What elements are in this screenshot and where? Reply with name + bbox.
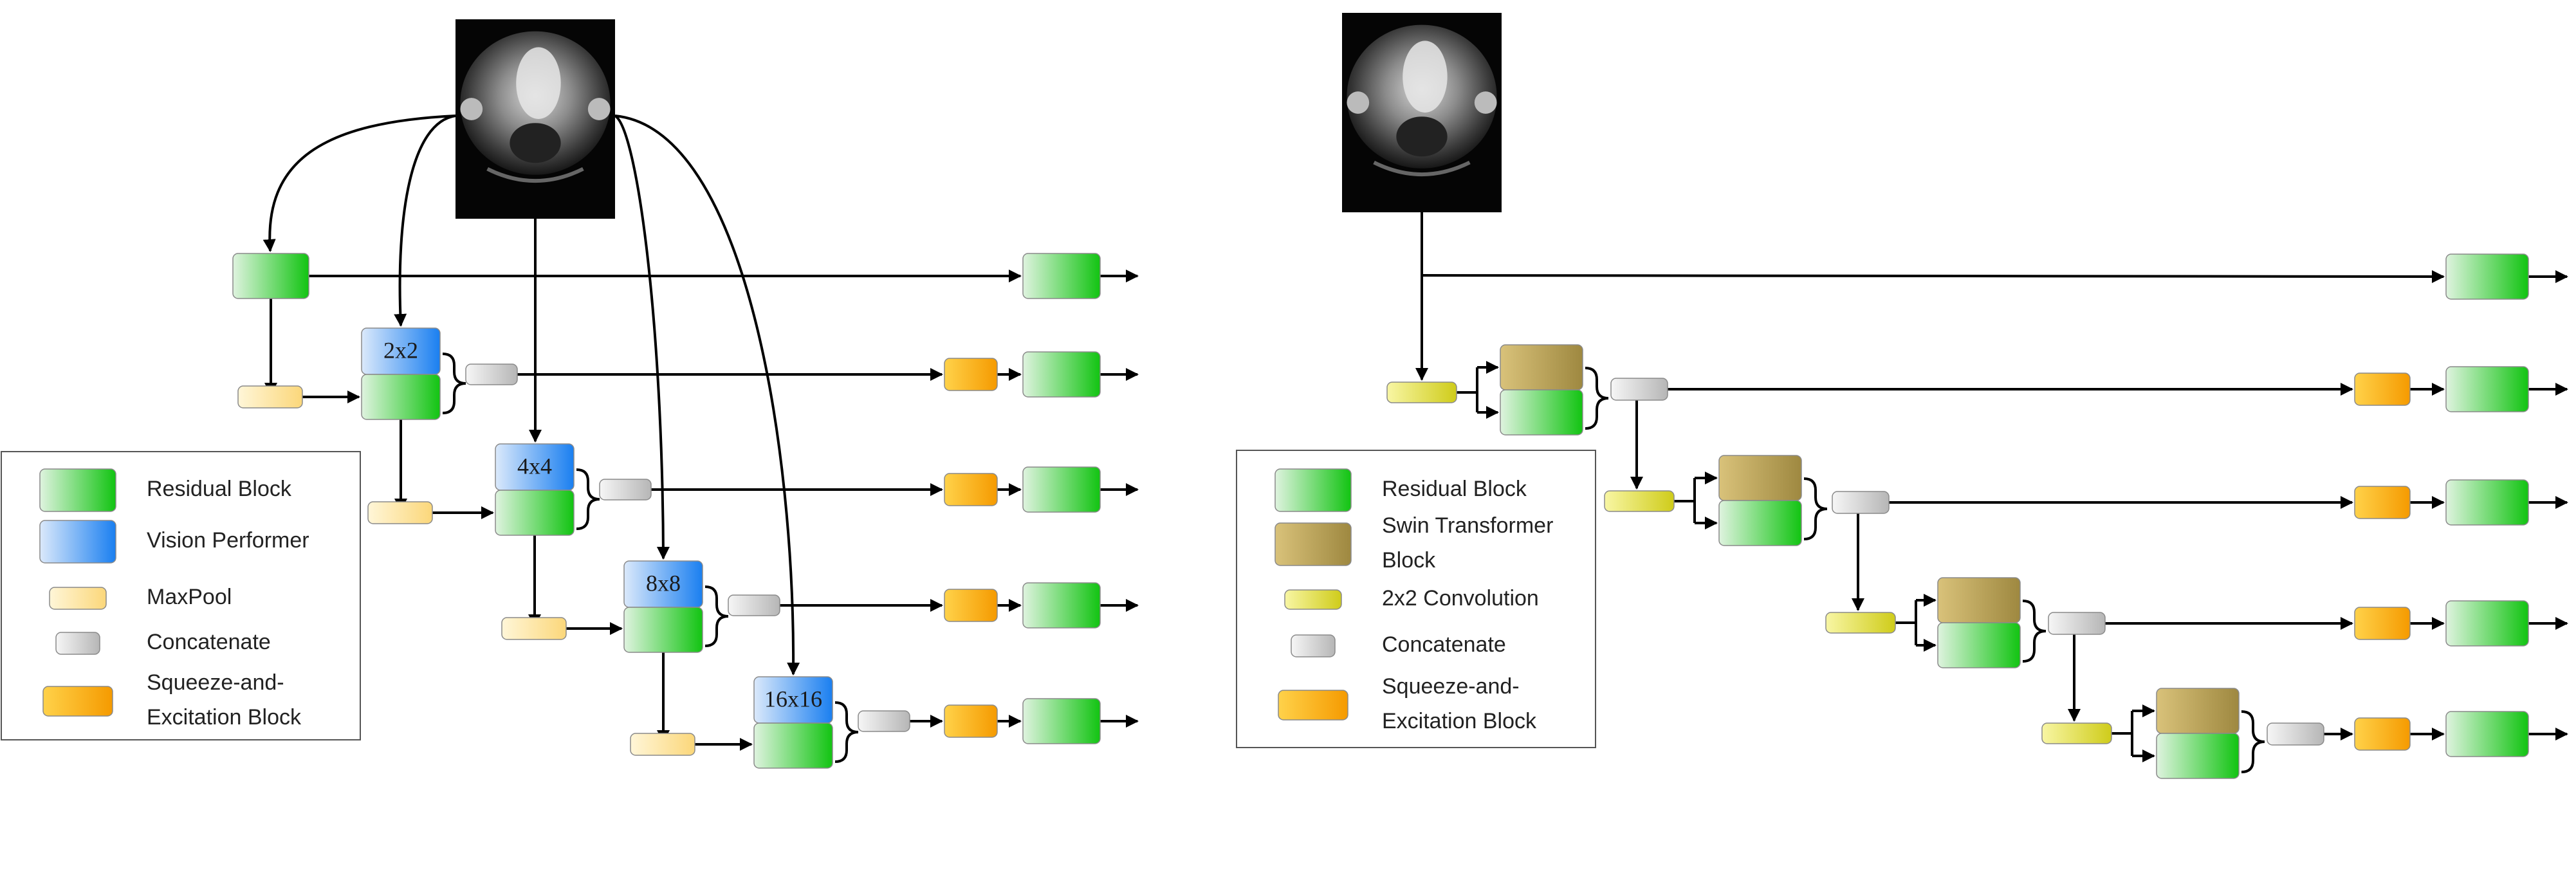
left-legend-label-residual: Residual Block (147, 477, 292, 501)
se-block-1 (944, 358, 998, 391)
blocks: 2x2 4x4 8x8 16x16 (232, 13, 2529, 779)
maxpool-block-3 (501, 617, 567, 640)
right-residual-block-4 (2156, 733, 2240, 779)
output-residual-block-2 (1022, 466, 1101, 513)
output-residual-block-0 (1022, 253, 1101, 299)
maxpool-block-2 (367, 501, 433, 524)
left-legend-swatch-performer (39, 520, 116, 564)
performer-label-4: 16x16 (764, 686, 822, 712)
left-legend-label-maxpool: MaxPool (147, 585, 232, 609)
right-legend-swatch-se (1278, 690, 1348, 721)
concat-block-3 (728, 594, 780, 616)
performer-label-1: 2x2 (383, 337, 418, 363)
conv-block-2 (1604, 490, 1675, 512)
concat-brace (1585, 367, 1609, 430)
right-legend-label-conv: 2x2 Convolution (1382, 586, 1539, 611)
left-legend-label-se-2: Excitation Block (147, 705, 302, 730)
right-output-residual-block-3 (2445, 600, 2529, 647)
se-block-4 (944, 704, 998, 738)
left-legend-label-performer: Vision Performer (147, 528, 309, 553)
residual-block-4 (753, 722, 833, 769)
swin-transformer-block-1 (1500, 344, 1583, 390)
right-legend-swatch-residual (1274, 468, 1352, 512)
residual-block-2 (495, 490, 575, 536)
right-se-block-3 (2354, 607, 2411, 640)
left-legend-label-concat: Concatenate (147, 630, 271, 654)
right-concat-block-2 (1832, 491, 1890, 514)
right-se-block-4 (2354, 717, 2411, 751)
right-se-block-2 (2354, 486, 2411, 519)
se-block-2 (944, 473, 998, 506)
right-legend-label-se-2: Excitation Block (1382, 709, 1537, 733)
right-legend-label-concat: Concatenate (1382, 632, 1506, 657)
output-residual-block-3 (1022, 582, 1101, 629)
edge (1421, 270, 2445, 283)
right-se-block-1 (2354, 372, 2411, 406)
right-legend-swatch-swin (1274, 522, 1352, 566)
right-concat-block-3 (2048, 612, 2106, 635)
right-residual-block-1 (1500, 389, 1583, 436)
concat-brace (442, 353, 466, 414)
right-legend-label-swin-2: Block (1382, 548, 1436, 573)
right-concat-block-4 (2267, 722, 2324, 746)
conv-block-1 (1386, 381, 1457, 403)
concat-brace (704, 585, 729, 647)
concat-block-2 (599, 479, 652, 501)
swin-transformer-block-3 (1937, 577, 2021, 623)
left-legend-swatch-maxpool (49, 587, 107, 610)
right-legend-label-residual: Residual Block (1382, 477, 1527, 501)
left-input-image (455, 19, 615, 219)
residual-block-3 (623, 607, 703, 653)
left-edges (262, 115, 1139, 763)
left-legend-swatch-concat (55, 632, 100, 655)
right-legend-swatch-conv (1284, 589, 1342, 610)
concat-block-1 (465, 363, 518, 385)
right-legend-swatch-concat (1291, 634, 1336, 657)
maxpool-block-1 (237, 385, 303, 409)
edge-img-res0 (262, 115, 456, 252)
right-residual-block-3 (1937, 622, 2021, 668)
output-residual-block-4 (1022, 698, 1101, 744)
concat-brace (576, 468, 600, 530)
se-block-3 (944, 589, 998, 622)
swin-transformer-block-2 (1718, 455, 1802, 501)
maxpool-block-4 (630, 733, 695, 756)
concat-brace (2241, 710, 2265, 773)
concat-block-4 (858, 710, 910, 732)
performer-label-2: 4x4 (517, 453, 552, 479)
conv-block-4 (2041, 722, 2112, 744)
right-legend-label-se-1: Squeeze-and- (1382, 674, 1520, 699)
concat-brace (2022, 600, 2047, 663)
output-residual-block-1 (1022, 351, 1101, 398)
concat-brace (1803, 477, 1828, 540)
residual-block-0 (232, 253, 309, 299)
concat-brace (834, 701, 859, 763)
right-output-residual-block-0 (2445, 253, 2529, 300)
right-output-residual-block-1 (2445, 366, 2529, 412)
right-input-image (1342, 13, 1502, 212)
edge-img-performer-4 (614, 115, 800, 675)
right-concat-block-1 (1610, 378, 1668, 401)
residual-block-1 (361, 374, 441, 420)
right-output-residual-block-4 (2445, 711, 2529, 757)
right-residual-block-2 (1718, 500, 1802, 546)
performer-label-3: 8x8 (646, 570, 681, 596)
edge-img-performer-1 (394, 115, 456, 327)
swin-transformer-block-4 (2156, 688, 2240, 734)
right-output-residual-block-2 (2445, 479, 2529, 526)
left-legend-label-se-1: Squeeze-and- (147, 670, 284, 695)
conv-block-3 (1825, 612, 1896, 634)
edge-img-performer-3 (614, 115, 670, 560)
left-legend-swatch-residual (39, 468, 116, 512)
right-legend-label-swin-1: Swin Transformer (1382, 513, 1553, 538)
left-legend-swatch-se (42, 686, 113, 717)
right-edges (1415, 212, 2568, 773)
